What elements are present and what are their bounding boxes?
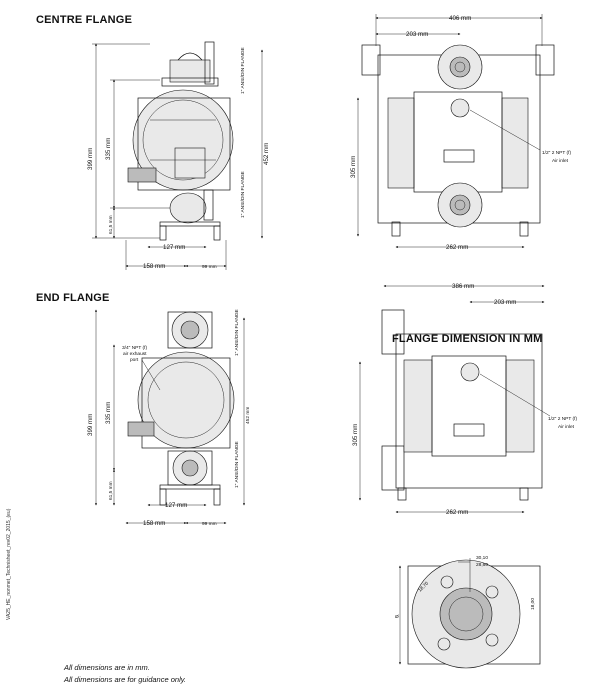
centre-side-view xyxy=(127,41,234,241)
note-guidance-only: All dimensions are for guidance only. xyxy=(64,675,187,684)
end-flange-bottom-label: 1" ANSI/DIN FLANGE xyxy=(234,441,240,488)
end-front-view xyxy=(381,309,543,501)
centre-h615-label: 61,5 mm xyxy=(108,215,114,234)
centre-flange-bottom-label: 1" ANSI/DIN FLANGE xyxy=(240,171,246,218)
end-side-dims: 399 mm 335 mm 452 mm 61,5 mm 127 mm 158 … xyxy=(87,309,251,527)
end-w386-label: 386 mm xyxy=(452,283,474,290)
flange-d2-label: 28,60 xyxy=(476,562,488,568)
end-h305-label: 305 mm xyxy=(352,424,359,446)
end-w99-label: 99 mm xyxy=(202,521,217,527)
centre-air-inlet-label-2: Air inlet xyxy=(552,158,569,164)
centre-front-dims: 406 mm 203 mm 305 mm 262 mm 1/2" 2 NPT (… xyxy=(350,14,571,251)
end-exhaust-label-3: port xyxy=(130,357,139,363)
end-w127-label: 127 mm xyxy=(165,502,187,509)
centre-flange-top-label: 1" ANSI/DIN FLANGE xyxy=(240,47,246,94)
end-w262-label: 262 mm xyxy=(446,509,468,516)
svg-text:Ø: Ø xyxy=(395,614,399,620)
centre-w262-label: 262 mm xyxy=(446,244,468,251)
end-front-dims: 386 mm 203 mm 305 mm 262 mm 1/2" 2 NPT (… xyxy=(352,283,577,516)
end-h399-label: 399 mm xyxy=(87,414,94,436)
end-air-inlet-label-2: Air inlet xyxy=(558,424,575,430)
flange-dimension-view: 30,10 28,60 18,70 18,00 Ø xyxy=(395,555,541,669)
flange-dimension-title: FLANGE DIMENSION IN MM xyxy=(392,333,543,345)
end-exhaust-label-1: 3/4" NPT (f) xyxy=(122,345,147,351)
centre-w99-label: 99 mm xyxy=(202,264,217,270)
end-flange-title: END FLANGE xyxy=(36,292,110,304)
note-dimensions-mm: All dimensions are in mm. xyxy=(64,663,150,672)
centre-front-view xyxy=(361,44,555,237)
centre-h305-label: 305 mm xyxy=(350,156,357,178)
end-flange-top-label: 1" ANSI/DIN FLANGE xyxy=(234,309,240,356)
centre-flange-title: CENTRE FLANGE xyxy=(36,14,133,26)
centre-air-inlet-label: 1/2" 2 NPT (f) xyxy=(542,150,571,156)
centre-w158-label: 158 mm xyxy=(143,263,165,270)
end-w158-label: 158 mm xyxy=(143,520,165,527)
end-h615-label: 61,5 mm xyxy=(108,481,114,500)
flange-d1-label: 30,10 xyxy=(476,555,488,561)
end-air-inlet-label: 1/2" 2 NPT (f) xyxy=(548,416,577,422)
centre-w127-label: 127 mm xyxy=(163,244,185,251)
centre-w203-label: 203 mm xyxy=(406,31,428,38)
end-h335-label: 335 mm xyxy=(105,402,112,424)
centre-h335-label: 335 mm xyxy=(105,138,112,160)
centre-h452-label: 452 mm xyxy=(263,143,270,165)
end-exhaust-label-2: air exhaust xyxy=(123,351,147,357)
end-w203-label: 203 mm xyxy=(494,299,516,306)
centre-w406-label: 406 mm xyxy=(449,15,471,22)
end-h452-label: 452 mm xyxy=(245,407,251,424)
flange-d4-label: 18,00 xyxy=(530,598,536,610)
end-side-view xyxy=(127,311,235,506)
centre-side-dims: 399 mm 335 mm 452 mm 61,5 mm 127 mm 158 … xyxy=(87,43,270,270)
centre-h399-label: 399 mm xyxy=(87,148,94,170)
document-reference: VA25_HE_nonmet_Technisheet_rev02_2015_(e… xyxy=(6,508,12,620)
